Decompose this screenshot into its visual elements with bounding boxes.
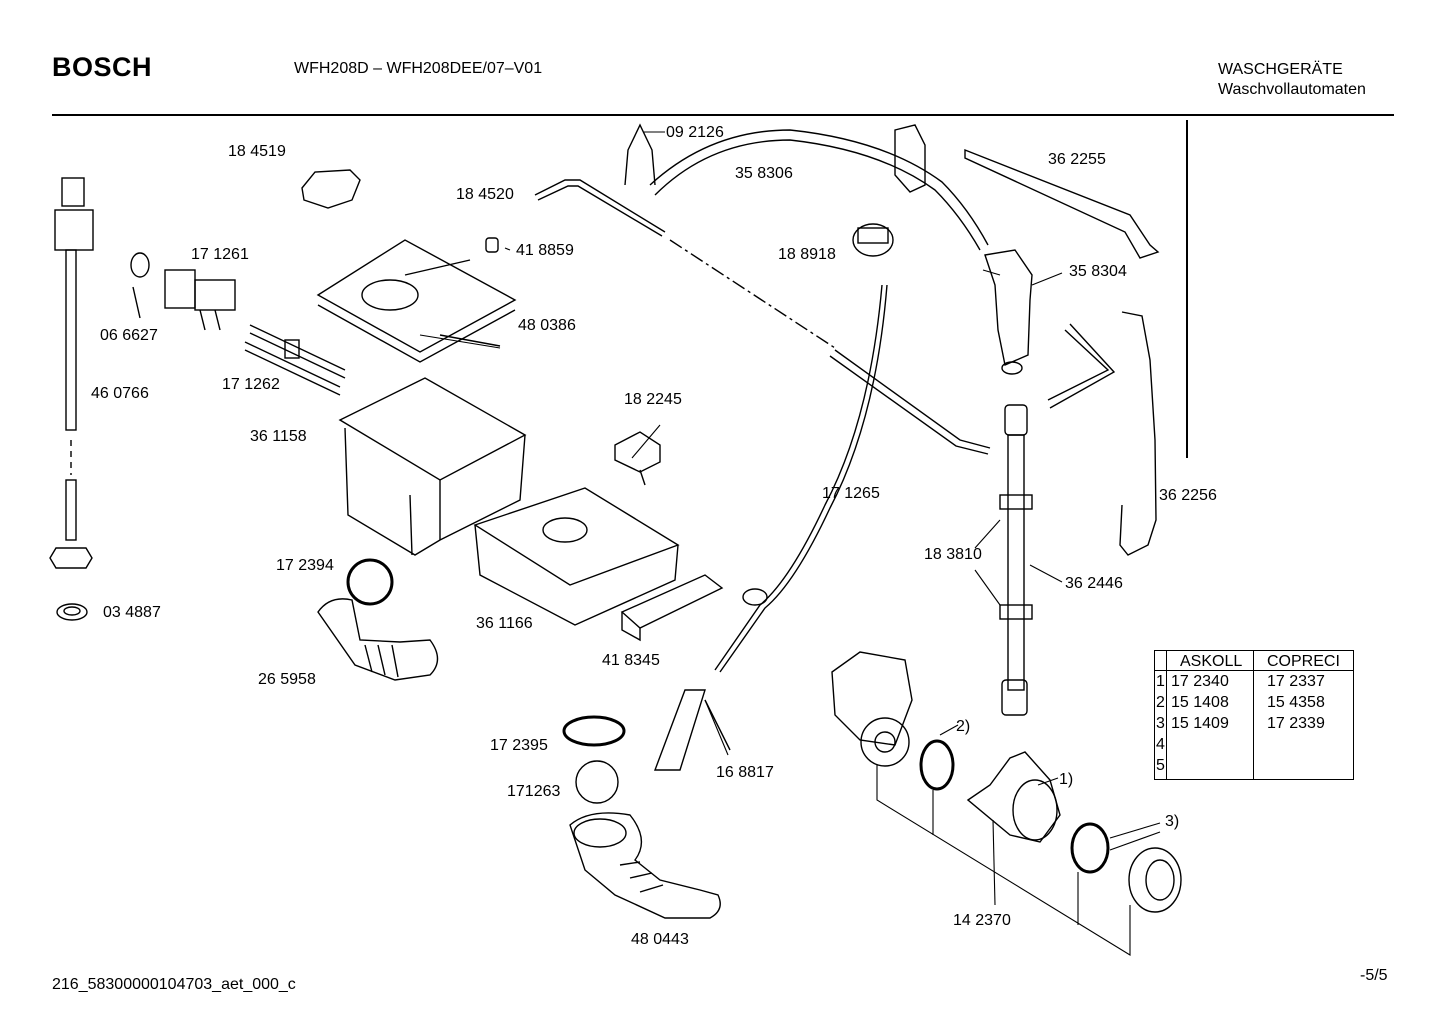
table-cell: 15 4358 bbox=[1267, 694, 1325, 711]
part-label: 3) bbox=[1165, 813, 1180, 830]
part-18-4520-hose bbox=[534, 179, 666, 233]
brand-logo: BOSCH bbox=[52, 52, 153, 82]
part-06-6627-seal bbox=[130, 252, 150, 278]
part-18-2245 bbox=[614, 431, 661, 473]
table-cell: 15 1408 bbox=[1171, 694, 1229, 711]
part-label: 36 2255 bbox=[1048, 151, 1106, 168]
part-17-2394-ring bbox=[346, 558, 394, 606]
part-35-8304 bbox=[984, 249, 1033, 375]
table-row-index: 1 bbox=[1156, 673, 1165, 690]
variant-table: ASKOLL COPRECI 1 17 2340 17 2337 2 15 14… bbox=[1154, 650, 1354, 780]
part-17-1262-hoses bbox=[244, 324, 346, 396]
part-bent-hose bbox=[834, 329, 1110, 449]
part-label: 14 2370 bbox=[953, 912, 1011, 929]
part-label: 35 8306 bbox=[735, 165, 793, 182]
part-label: 48 0386 bbox=[518, 317, 576, 334]
part-41-8345 bbox=[620, 574, 724, 629]
table-row-index: 2 bbox=[1156, 694, 1165, 711]
part-label: 18 4520 bbox=[456, 186, 514, 203]
part-label: 41 8345 bbox=[602, 652, 660, 669]
part-36-2256-bracket bbox=[1119, 311, 1157, 556]
table-cell: 17 2337 bbox=[1267, 673, 1325, 690]
document-code: 216_58300000104703_aet_000_c bbox=[52, 976, 296, 993]
part-pump bbox=[831, 651, 913, 767]
part-09-2126 bbox=[624, 123, 656, 186]
part-36-2446-hose bbox=[999, 404, 1033, 716]
part-label: 03 4887 bbox=[103, 604, 161, 621]
part-label: 09 2126 bbox=[666, 124, 724, 141]
leader-lines bbox=[419, 131, 1161, 956]
part-label: 36 1166 bbox=[476, 615, 533, 632]
part-36-2255-bracket bbox=[964, 148, 1160, 259]
part-26-5958-hose bbox=[317, 598, 439, 681]
part-46-0766-hose bbox=[49, 177, 94, 569]
part-label: 18 4519 bbox=[228, 143, 286, 160]
part-label: 1) bbox=[1059, 771, 1074, 788]
part-label: 17 1262 bbox=[222, 376, 280, 393]
table-cell: 17 2340 bbox=[1171, 673, 1229, 690]
part-label: 17 1265 bbox=[822, 485, 880, 502]
part-housing-1 bbox=[966, 751, 1061, 843]
part-ring-2 bbox=[919, 739, 955, 791]
model-title: WFH208D – WFH208DEE/07–V01 bbox=[294, 60, 543, 77]
part-label: 18 8918 bbox=[778, 246, 836, 263]
table-row-index: 3 bbox=[1156, 715, 1165, 732]
category-subtitle: Waschvollautomaten bbox=[1218, 81, 1366, 98]
part-label: 17 1261 bbox=[191, 246, 249, 263]
part-171263-ball bbox=[575, 760, 619, 804]
table-cell: 15 1409 bbox=[1171, 715, 1229, 732]
part-17-2395-ring bbox=[562, 715, 626, 747]
part-label: 17 2395 bbox=[490, 737, 548, 754]
part-label: 46 0766 bbox=[91, 385, 149, 402]
table-row-index: 5 bbox=[1156, 757, 1165, 774]
part-label: 171263 bbox=[507, 783, 561, 800]
part-48-0386-lid bbox=[316, 239, 517, 363]
table-header: ASKOLL bbox=[1180, 653, 1243, 670]
part-41-8859 bbox=[485, 237, 499, 253]
part-plate bbox=[894, 124, 926, 193]
table-header: COPRECI bbox=[1267, 653, 1340, 670]
part-label: 26 5958 bbox=[258, 671, 316, 688]
part-17-1265-tube bbox=[714, 284, 883, 671]
part-35-8306-hose bbox=[654, 139, 981, 251]
part-16-8817-chamber bbox=[653, 689, 731, 771]
part-03-4887-filter bbox=[56, 603, 88, 621]
part-label: 16 8817 bbox=[716, 764, 774, 781]
part-label: 18 3810 bbox=[924, 546, 982, 563]
part-label: 35 8304 bbox=[1069, 263, 1127, 280]
part-label: 36 2446 bbox=[1065, 575, 1123, 592]
table-row-index: 4 bbox=[1156, 736, 1165, 753]
part-18-4519 bbox=[301, 169, 361, 209]
page-number: -5/5 bbox=[1360, 967, 1388, 984]
connector-line bbox=[669, 239, 836, 349]
part-label: 17 2394 bbox=[276, 557, 334, 574]
category-title: WASCHGERÄTE bbox=[1218, 61, 1343, 78]
part-label: 48 0443 bbox=[631, 931, 689, 948]
part-label: 36 1158 bbox=[250, 428, 307, 445]
part-label: 2) bbox=[956, 718, 971, 735]
table-cell: 17 2339 bbox=[1267, 715, 1325, 732]
part-label: 41 8859 bbox=[516, 242, 574, 259]
part-48-0443-hose bbox=[569, 812, 721, 919]
part-17-1261-valve bbox=[164, 269, 236, 331]
part-label: 18 2245 bbox=[624, 391, 682, 408]
part-36-1166-drawer bbox=[473, 487, 680, 626]
part-label: 36 2256 bbox=[1159, 487, 1217, 504]
part-36-1158-housing bbox=[338, 377, 527, 556]
part-label: 06 6627 bbox=[100, 327, 158, 344]
header-rule bbox=[52, 114, 1394, 116]
part-filter bbox=[1128, 847, 1182, 913]
part-ring-3 bbox=[1070, 822, 1110, 874]
part-18-8918-switch bbox=[852, 223, 894, 257]
